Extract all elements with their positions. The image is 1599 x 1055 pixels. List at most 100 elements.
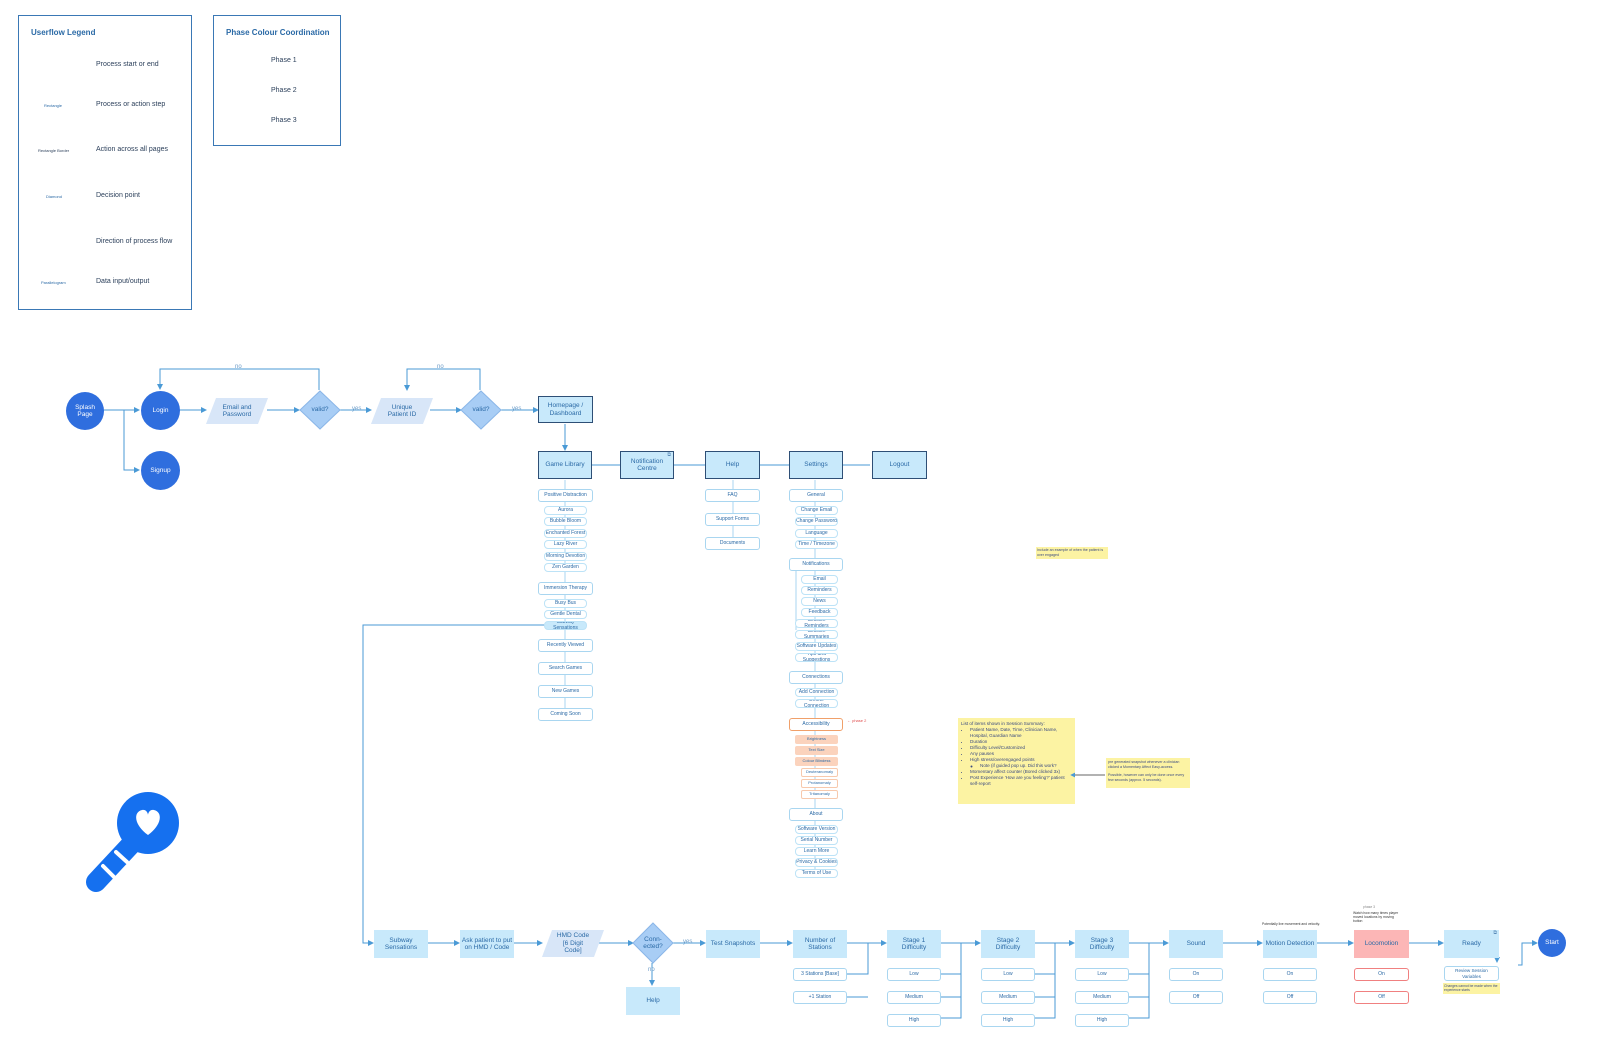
- game-recently-viewed[interactable]: Recently Viewed: [538, 639, 593, 652]
- number-of-stations-node[interactable]: Number of Stations: [793, 930, 847, 958]
- patient-id-node[interactable]: Unique Patient ID: [387, 403, 417, 418]
- stage-2-high[interactable]: High: [981, 1014, 1035, 1027]
- acc-protanomaly[interactable]: Protanomaly: [801, 779, 838, 788]
- game-bubble-bloom[interactable]: Bubble Bloom: [544, 517, 587, 526]
- game-enchanted-forest[interactable]: Enchanted Forest: [544, 529, 587, 538]
- locomotion-node[interactable]: Locomotion: [1354, 930, 1409, 958]
- notif-software-updates[interactable]: Software Updates: [795, 642, 838, 651]
- notif-tips[interactable]: Tips and Suggestions: [795, 653, 838, 662]
- settings-timezone[interactable]: Time / Timezone: [795, 540, 838, 549]
- game-busy-bus[interactable]: Busy Bus: [544, 599, 587, 608]
- note-session-summary: List of items shown in Session Summary: …: [958, 718, 1075, 804]
- stage-3-high[interactable]: High: [1075, 1014, 1129, 1027]
- game-new-games[interactable]: New Games: [538, 685, 593, 698]
- notif-news[interactable]: News: [801, 597, 838, 606]
- login-node[interactable]: Login: [141, 391, 180, 430]
- stage-2-low[interactable]: Low: [981, 968, 1035, 981]
- stations-plus-one[interactable]: +1 Station: [793, 991, 847, 1004]
- stage-1-high[interactable]: High: [887, 1014, 941, 1027]
- help-documents[interactable]: Documents: [705, 537, 760, 550]
- connect-help-node[interactable]: Help: [626, 987, 680, 1015]
- locomotion-on[interactable]: On: [1354, 968, 1409, 981]
- connection-delete[interactable]: Delete Connection: [795, 699, 838, 708]
- email-password-node[interactable]: Email and Password: [222, 403, 252, 418]
- motion-off[interactable]: Off: [1263, 991, 1317, 1004]
- notif-reminders[interactable]: Reminders: [801, 586, 838, 595]
- nav-logout[interactable]: Logout: [872, 451, 927, 479]
- ask-hmd-node[interactable]: Ask patient to put on HMD / Code: [460, 930, 514, 958]
- settings-accessibility[interactable]: Accessibility: [789, 718, 843, 731]
- valid-decision-2[interactable]: valid?: [472, 406, 490, 414]
- splash-page-node[interactable]: Splash Page: [66, 392, 104, 430]
- legend-shape-circle: Circle: [48, 62, 59, 67]
- hmd-code-node[interactable]: HMD Code [6 Digit Code]: [556, 932, 590, 955]
- game-morning-devotion[interactable]: Morning Devotion: [544, 552, 587, 561]
- motion-detection-node[interactable]: Motion Detection: [1263, 930, 1317, 958]
- game-lazy-river[interactable]: Lazy River: [544, 540, 587, 549]
- stage-1-node[interactable]: Stage 1 Difficulty: [887, 930, 941, 958]
- stage-1-medium[interactable]: Medium: [887, 991, 941, 1004]
- stage-2-medium[interactable]: Medium: [981, 991, 1035, 1004]
- valid-decision-1[interactable]: valid?: [311, 406, 329, 414]
- game-subway-sensations[interactable]: Subway Sensations: [544, 621, 587, 630]
- game-gentle-dental[interactable]: Gentle Dental: [544, 610, 587, 619]
- game-aurora[interactable]: Aurora: [544, 506, 587, 515]
- nav-notification-centre[interactable]: Notification Centre⧉: [620, 451, 674, 479]
- settings-general[interactable]: General: [789, 489, 843, 502]
- motion-on[interactable]: On: [1263, 968, 1317, 981]
- test-snapshots-node[interactable]: Test Snapshots: [706, 930, 760, 958]
- help-faq[interactable]: FAQ: [705, 489, 760, 502]
- nav-game-library[interactable]: Game Library: [538, 451, 592, 479]
- start-node[interactable]: Start: [1538, 929, 1566, 957]
- settings-about[interactable]: About: [789, 808, 843, 821]
- connected-decision[interactable]: Conn- ected?: [643, 935, 663, 950]
- acc-tritanomaly[interactable]: Tritanomaly: [801, 790, 838, 799]
- acc-brightness[interactable]: Brightness: [795, 735, 838, 744]
- game-coming-soon[interactable]: Coming Soon: [538, 708, 593, 721]
- stage-3-medium[interactable]: Medium: [1075, 991, 1129, 1004]
- stage-3-low[interactable]: Low: [1075, 968, 1129, 981]
- subway-sensations-node[interactable]: Subway Sensations: [374, 930, 428, 958]
- settings-notifications[interactable]: Notifications: [789, 558, 843, 571]
- stations-base[interactable]: 3 Stations [Base]: [793, 968, 847, 981]
- notif-session-reminders[interactable]: Session Reminders: [795, 619, 838, 628]
- about-serial-number[interactable]: Serial Number: [795, 836, 838, 845]
- sound-off[interactable]: Off: [1169, 991, 1223, 1004]
- sound-node[interactable]: Sound: [1169, 930, 1223, 958]
- stage-3-node[interactable]: Stage 3 Difficulty: [1075, 930, 1129, 958]
- acc-colour-blindness[interactable]: Colour Blindess: [795, 757, 838, 766]
- about-terms[interactable]: Terms of Use: [795, 869, 838, 878]
- ready-node[interactable]: Ready⧉: [1444, 930, 1499, 958]
- stage-2-node[interactable]: Stage 2 Difficulty: [981, 930, 1035, 958]
- game-immersion-therapy[interactable]: Immersion Therapy: [538, 582, 593, 595]
- about-privacy[interactable]: Privacy & Cookies: [795, 858, 838, 867]
- note-arrow: [1070, 772, 1105, 778]
- settings-change-password[interactable]: Change Password: [795, 517, 838, 526]
- locomotion-off[interactable]: Off: [1354, 991, 1409, 1004]
- connection-add[interactable]: Add Connection: [795, 688, 838, 697]
- game-positive-distraction[interactable]: Positive Distraction: [538, 489, 593, 502]
- acc-deuteranomaly[interactable]: Deuteranomaly: [801, 768, 838, 777]
- notif-session-summaries[interactable]: Session Summaries: [795, 630, 838, 639]
- game-search-games[interactable]: Search Games: [538, 662, 593, 675]
- stage-1-low[interactable]: Low: [887, 968, 941, 981]
- dashboard-node[interactable]: Homepage / Dashboard: [538, 396, 593, 423]
- nav-help[interactable]: Help: [705, 451, 760, 479]
- sound-on[interactable]: On: [1169, 968, 1223, 981]
- about-learn-more[interactable]: Learn More: [795, 847, 838, 856]
- summary-item: Patient Name, Date, Time, Clinician Name…: [970, 727, 1072, 739]
- game-zen-garden[interactable]: Zen Garden: [544, 563, 587, 572]
- notif-email[interactable]: Email: [801, 575, 838, 584]
- help-support-forms[interactable]: Support Forms: [705, 513, 760, 526]
- review-session-node[interactable]: Review Session Variables: [1444, 966, 1499, 981]
- settings-connections[interactable]: Connections: [789, 671, 843, 684]
- settings-change-email[interactable]: Change Email: [795, 506, 838, 515]
- notif-feedback[interactable]: Feedback: [801, 608, 838, 617]
- settings-language[interactable]: Language: [795, 529, 838, 538]
- acc-text-size[interactable]: Text Size: [795, 746, 838, 755]
- about-software-version[interactable]: Software Version: [795, 825, 838, 834]
- key-heart-icon: [86, 792, 179, 892]
- note-motion: Potentially live movement and velocity.: [1262, 922, 1320, 926]
- nav-settings[interactable]: Settings: [789, 451, 843, 479]
- signup-node[interactable]: Signup: [141, 451, 180, 490]
